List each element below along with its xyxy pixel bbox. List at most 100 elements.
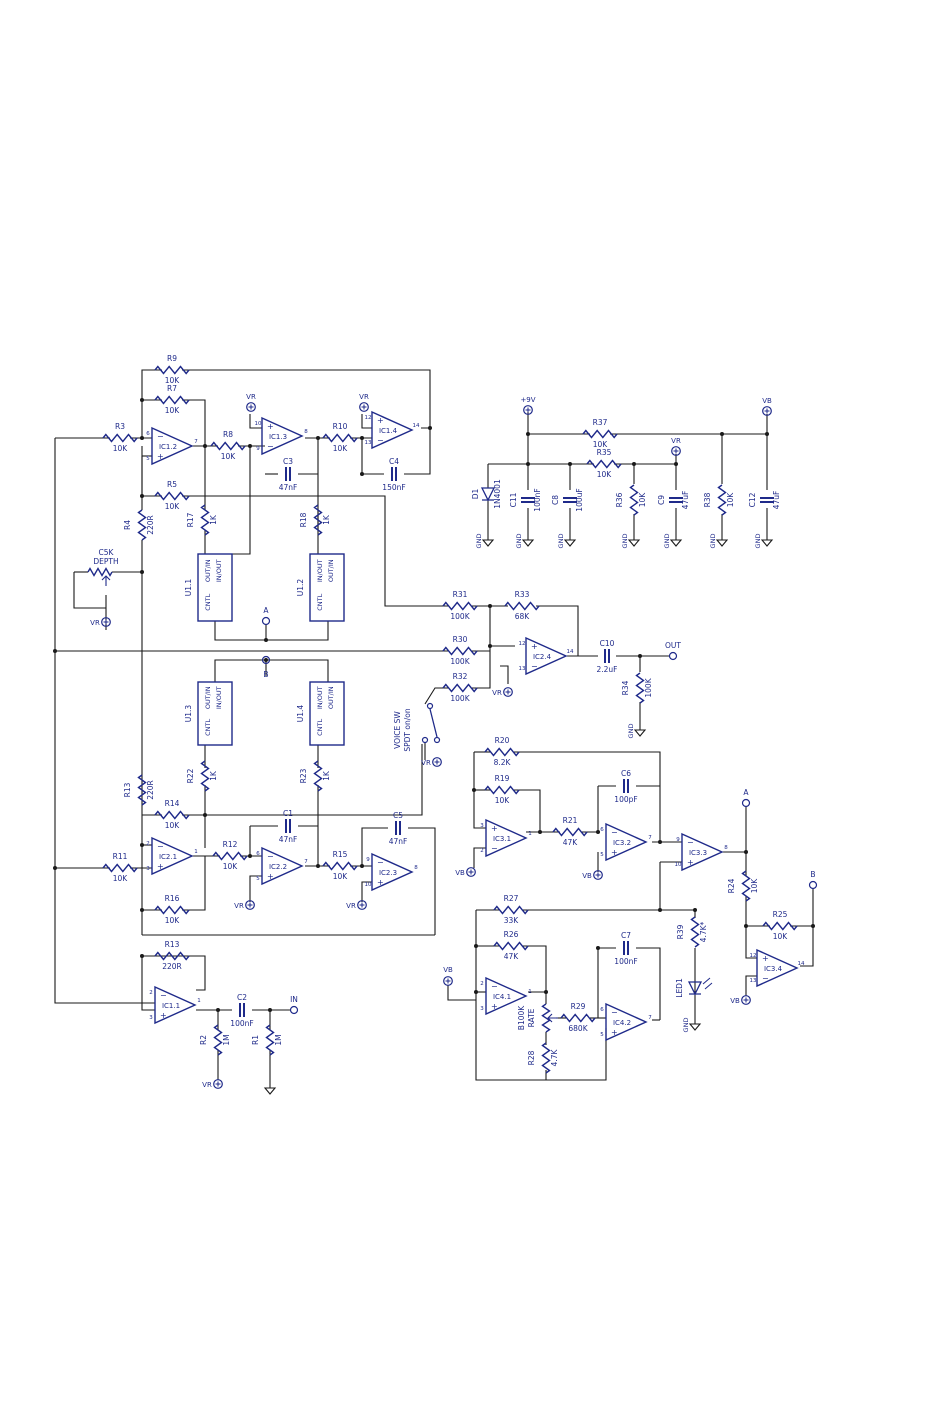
resistor-body — [313, 504, 323, 536]
connector-terminal — [261, 616, 271, 626]
wire — [361, 827, 388, 866]
opamp-symbol — [151, 836, 194, 876]
pin-number: 8 — [414, 865, 418, 871]
net-label: B — [810, 870, 815, 879]
pin-number: 13 — [519, 666, 526, 672]
opamp-pin-sign: − — [611, 1008, 618, 1017]
junction — [53, 866, 57, 870]
net-label: VR — [671, 437, 681, 445]
capacitor-value: 100nF — [614, 957, 637, 966]
opamp-pin-sign: − — [531, 662, 538, 671]
resistor-ref: R4 — [123, 520, 132, 530]
opamp-pin-sign: + — [611, 848, 618, 857]
resistor-body — [484, 747, 520, 757]
wire — [182, 399, 206, 446]
opamp-IC2.1: IC2.1−+231 — [146, 836, 198, 876]
resistor-body — [586, 459, 622, 469]
resistor-body — [102, 433, 138, 443]
opamp-symbol — [261, 846, 304, 886]
resistor-body — [200, 760, 210, 792]
ground-icon — [521, 539, 535, 547]
opamp-pin-sign: + — [531, 642, 538, 651]
junction — [544, 990, 548, 994]
resistor-body — [504, 601, 540, 611]
resistor-body — [200, 504, 210, 536]
power-rail: VB — [443, 966, 453, 986]
ground-symbol: GND — [754, 534, 774, 548]
opamp-IC1.1: IC1.1−+231 — [149, 985, 201, 1025]
pin-number: 2 — [149, 990, 153, 996]
resistor-ref: R35 — [597, 448, 612, 457]
opamp-pin-sign: + — [267, 422, 274, 431]
wire — [142, 955, 206, 991]
pin-number: 2 — [480, 981, 484, 987]
opamp-symbol — [371, 410, 414, 450]
pin-number: 5 — [600, 852, 604, 858]
rail-terminal-icon — [101, 617, 111, 627]
capacitor-value: 2.2uF — [597, 665, 618, 674]
optocoupler-ref: U1.4 — [296, 705, 305, 723]
junction — [693, 908, 697, 912]
opamp-pin-sign: + — [160, 1011, 167, 1020]
wire — [182, 856, 206, 911]
capacitor-ref: C12 — [748, 492, 757, 507]
net-label: VB — [582, 872, 592, 880]
pin-number: 13 — [750, 978, 757, 984]
connector-terminal — [261, 655, 271, 665]
power-rail: VR — [671, 437, 681, 456]
pot-body — [541, 1003, 551, 1033]
resistor-value: 10K — [165, 406, 181, 415]
junction — [216, 1008, 220, 1012]
pin-number: 3 — [480, 823, 484, 829]
net-label: VR — [359, 393, 369, 401]
rail-terminal-icon — [443, 976, 453, 986]
opamp-symbol — [756, 948, 799, 988]
junction — [488, 644, 492, 648]
resistor-value: 33K — [504, 916, 520, 925]
net-label: GND — [557, 534, 565, 549]
resistor-value: 1K — [209, 514, 218, 525]
rail-terminal-icon — [523, 405, 533, 415]
pin-number: 5 — [256, 876, 260, 882]
opamp-symbol — [154, 985, 197, 1025]
wire — [182, 495, 448, 607]
resistor-body — [717, 484, 727, 516]
capacitor-ref: C7 — [621, 931, 631, 940]
wire — [249, 875, 262, 902]
capacitor-ref: C6 — [621, 769, 631, 778]
junction — [140, 436, 144, 440]
opamp-pin-sign: + — [611, 1028, 618, 1037]
power-rail: VR — [359, 393, 369, 412]
resistor-body — [154, 905, 190, 915]
junction — [264, 658, 268, 662]
resistor-ref: R33 — [515, 590, 530, 599]
opamp-pin-sign: − — [491, 844, 498, 853]
pin-number: 7 — [304, 859, 308, 865]
junction — [474, 944, 478, 948]
wire — [500, 665, 509, 684]
opamp-ref: IC3.2 — [613, 839, 631, 847]
optocoupler-pin-label: OUT/IN — [204, 686, 212, 709]
resistor-ref: R19 — [495, 774, 510, 783]
connector-terminal — [741, 798, 751, 808]
pin-number: 6 — [256, 851, 260, 857]
opamp-pin-sign: + — [491, 824, 498, 833]
pin-number: 8 — [724, 845, 728, 851]
resistor-body — [762, 921, 798, 931]
resistor-ref: R8 — [223, 430, 233, 439]
resistor-body — [322, 861, 358, 871]
wire — [404, 428, 431, 475]
